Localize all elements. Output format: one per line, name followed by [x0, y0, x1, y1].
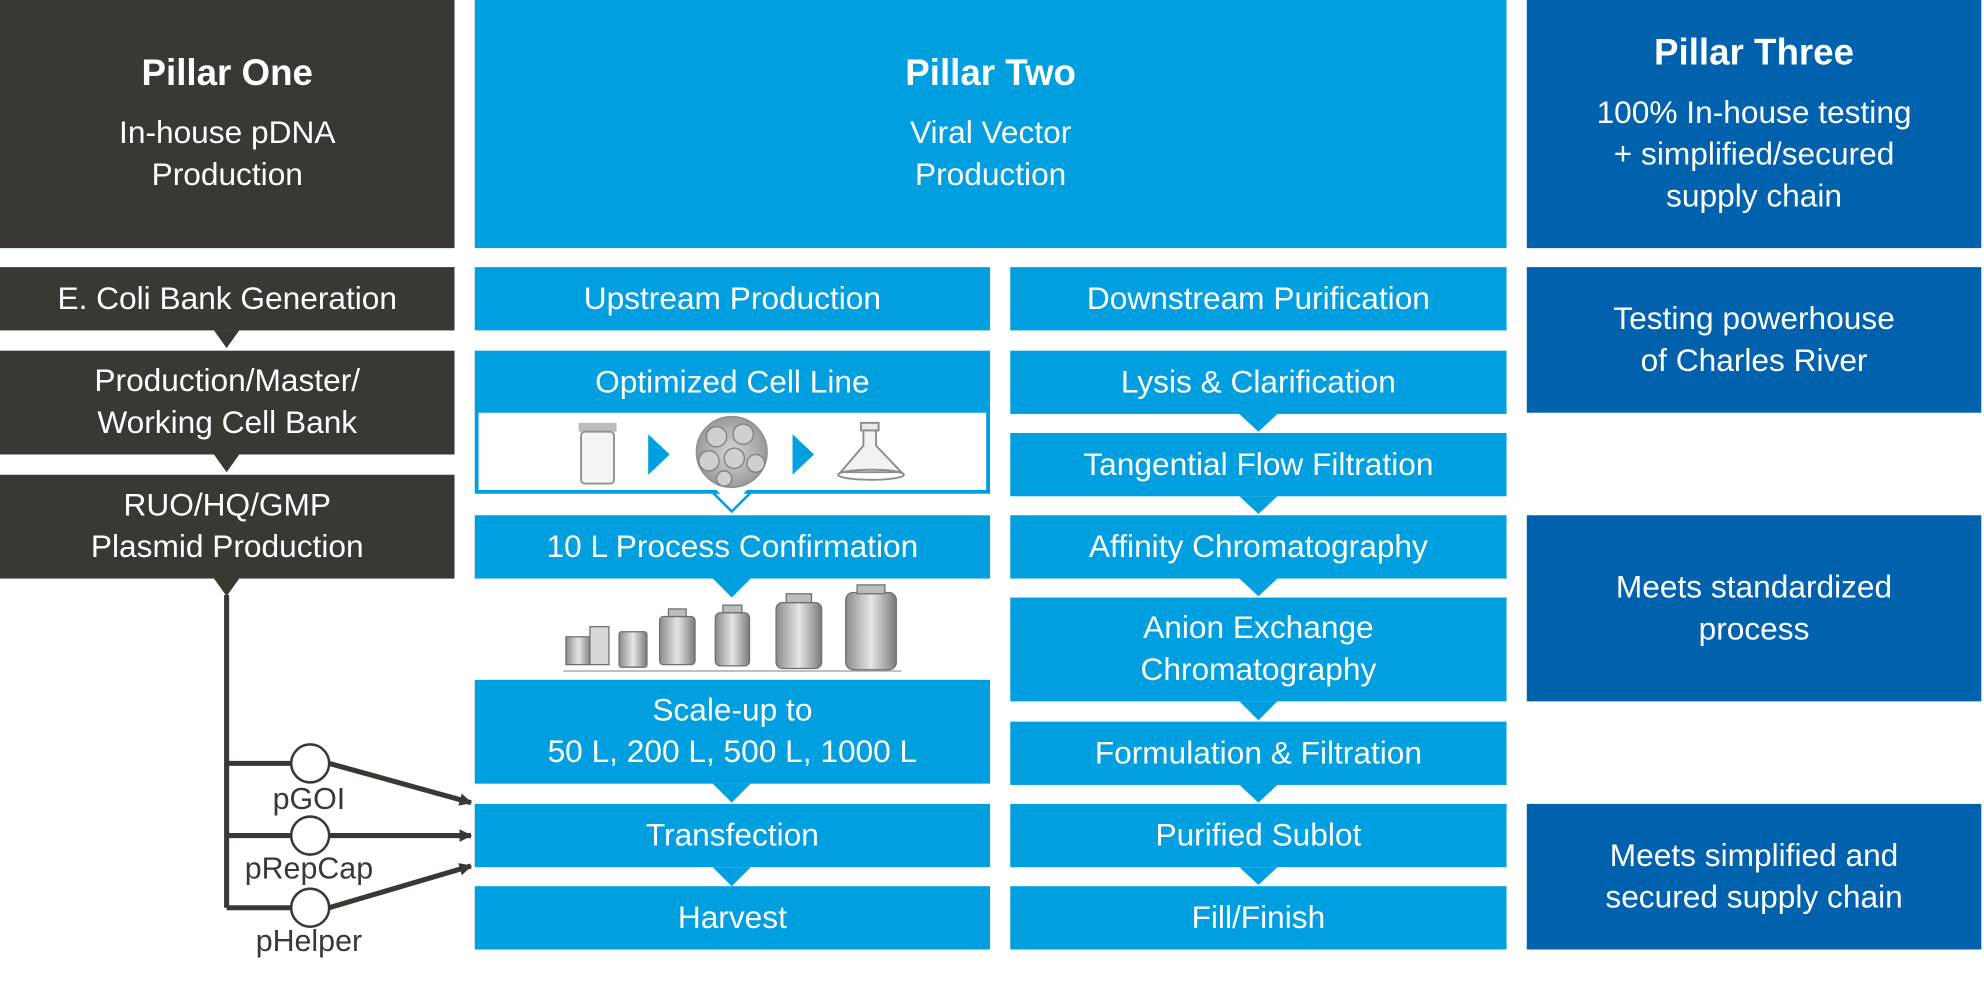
testing-powerhouse: Testing powerhouse of Charles River	[1526, 267, 1982, 413]
pointer-lysis-down	[1239, 413, 1278, 432]
pillar-three-subtitle: 100% In-house testing + simplified/secur…	[1596, 94, 1912, 214]
plasmid-circles	[289, 743, 331, 928]
bioreactor-series-icon	[563, 584, 902, 672]
plasmid-label-phelper: pHelper	[255, 924, 363, 959]
step-transfection: Transfection	[474, 803, 991, 868]
pillar-one-header: Pillar One In-house pDNA Production	[0, 0, 455, 249]
pointer-sublot-down	[1239, 867, 1278, 885]
pointer-cell-line-down	[709, 491, 754, 514]
downstream-header: Downstream Purification	[1010, 267, 1507, 331]
step-tff: Tangential Flow Filtration	[1010, 432, 1507, 497]
pointer-ecoli-down	[213, 330, 240, 349]
step-affinity: Affinity Chromatography	[1010, 515, 1507, 579]
plasmid-prepcap-circle	[289, 815, 331, 856]
pointer-formulation-down	[1239, 784, 1278, 803]
pillar-two-header: Pillar Two Viral Vector Production	[474, 0, 1507, 249]
pillar-one-subtitle: In-house pDNA Production	[119, 115, 336, 193]
pointer-cellbank-down	[213, 454, 240, 473]
pillar-two-title: Pillar Two	[905, 53, 1076, 94]
step-ecoli-bank: E. Coli Bank Generation	[0, 267, 455, 331]
step-purified-sublot: Purified Sublot	[1010, 803, 1507, 868]
plasmid-label-pgoi: pGOI	[272, 782, 346, 817]
step-lysis: Lysis & Clarification	[1010, 350, 1507, 414]
pointer-plasmid-down	[213, 578, 240, 597]
pillar-three-title: Pillar Three	[1654, 32, 1855, 73]
pointer-affinity-down	[1239, 578, 1278, 597]
pillar-one-title: Pillar One	[141, 53, 313, 94]
upstream-header: Upstream Production	[474, 267, 991, 331]
step-plasmid-production: RUO/HQ/GMP Plasmid Production	[0, 474, 455, 579]
secured-supply-chain: Meets simplified and secured supply chai…	[1526, 803, 1982, 950]
plasmid-phelper-circle	[289, 887, 331, 928]
pointer-anion-down	[1239, 701, 1278, 721]
step-fill-finish: Fill/Finish	[1010, 886, 1507, 950]
pointer-tff-down	[1239, 496, 1278, 514]
pointer-10l-down	[712, 578, 751, 598]
step-optimized-cell-line: Optimized Cell Line	[474, 350, 991, 494]
step-anion-exchange: Anion Exchange Chromatography	[1010, 597, 1507, 702]
standardized-process: Meets standardized process	[1526, 515, 1982, 702]
step-10l-process: 10 L Process Confirmation	[474, 515, 991, 579]
pointer-transfection-down	[712, 867, 751, 887]
plasmid-label-prepcap: pRepCap	[244, 852, 374, 887]
pillar-two-subtitle: Viral Vector Production	[909, 115, 1072, 193]
plasmid-pgoi-circle	[289, 743, 331, 784]
step-scale-up: Scale-up to 50 L, 200 L, 500 L, 1000 L	[474, 679, 991, 784]
pointer-scaleup-down	[712, 783, 751, 803]
step-harvest: Harvest	[474, 886, 991, 950]
pillar-three-header: Pillar Three 100% In-house testing + sim…	[1526, 0, 1982, 249]
step-cell-bank: Production/Master/ Working Cell Bank	[0, 350, 455, 455]
step-formulation: Formulation & Filtration	[1010, 721, 1507, 785]
